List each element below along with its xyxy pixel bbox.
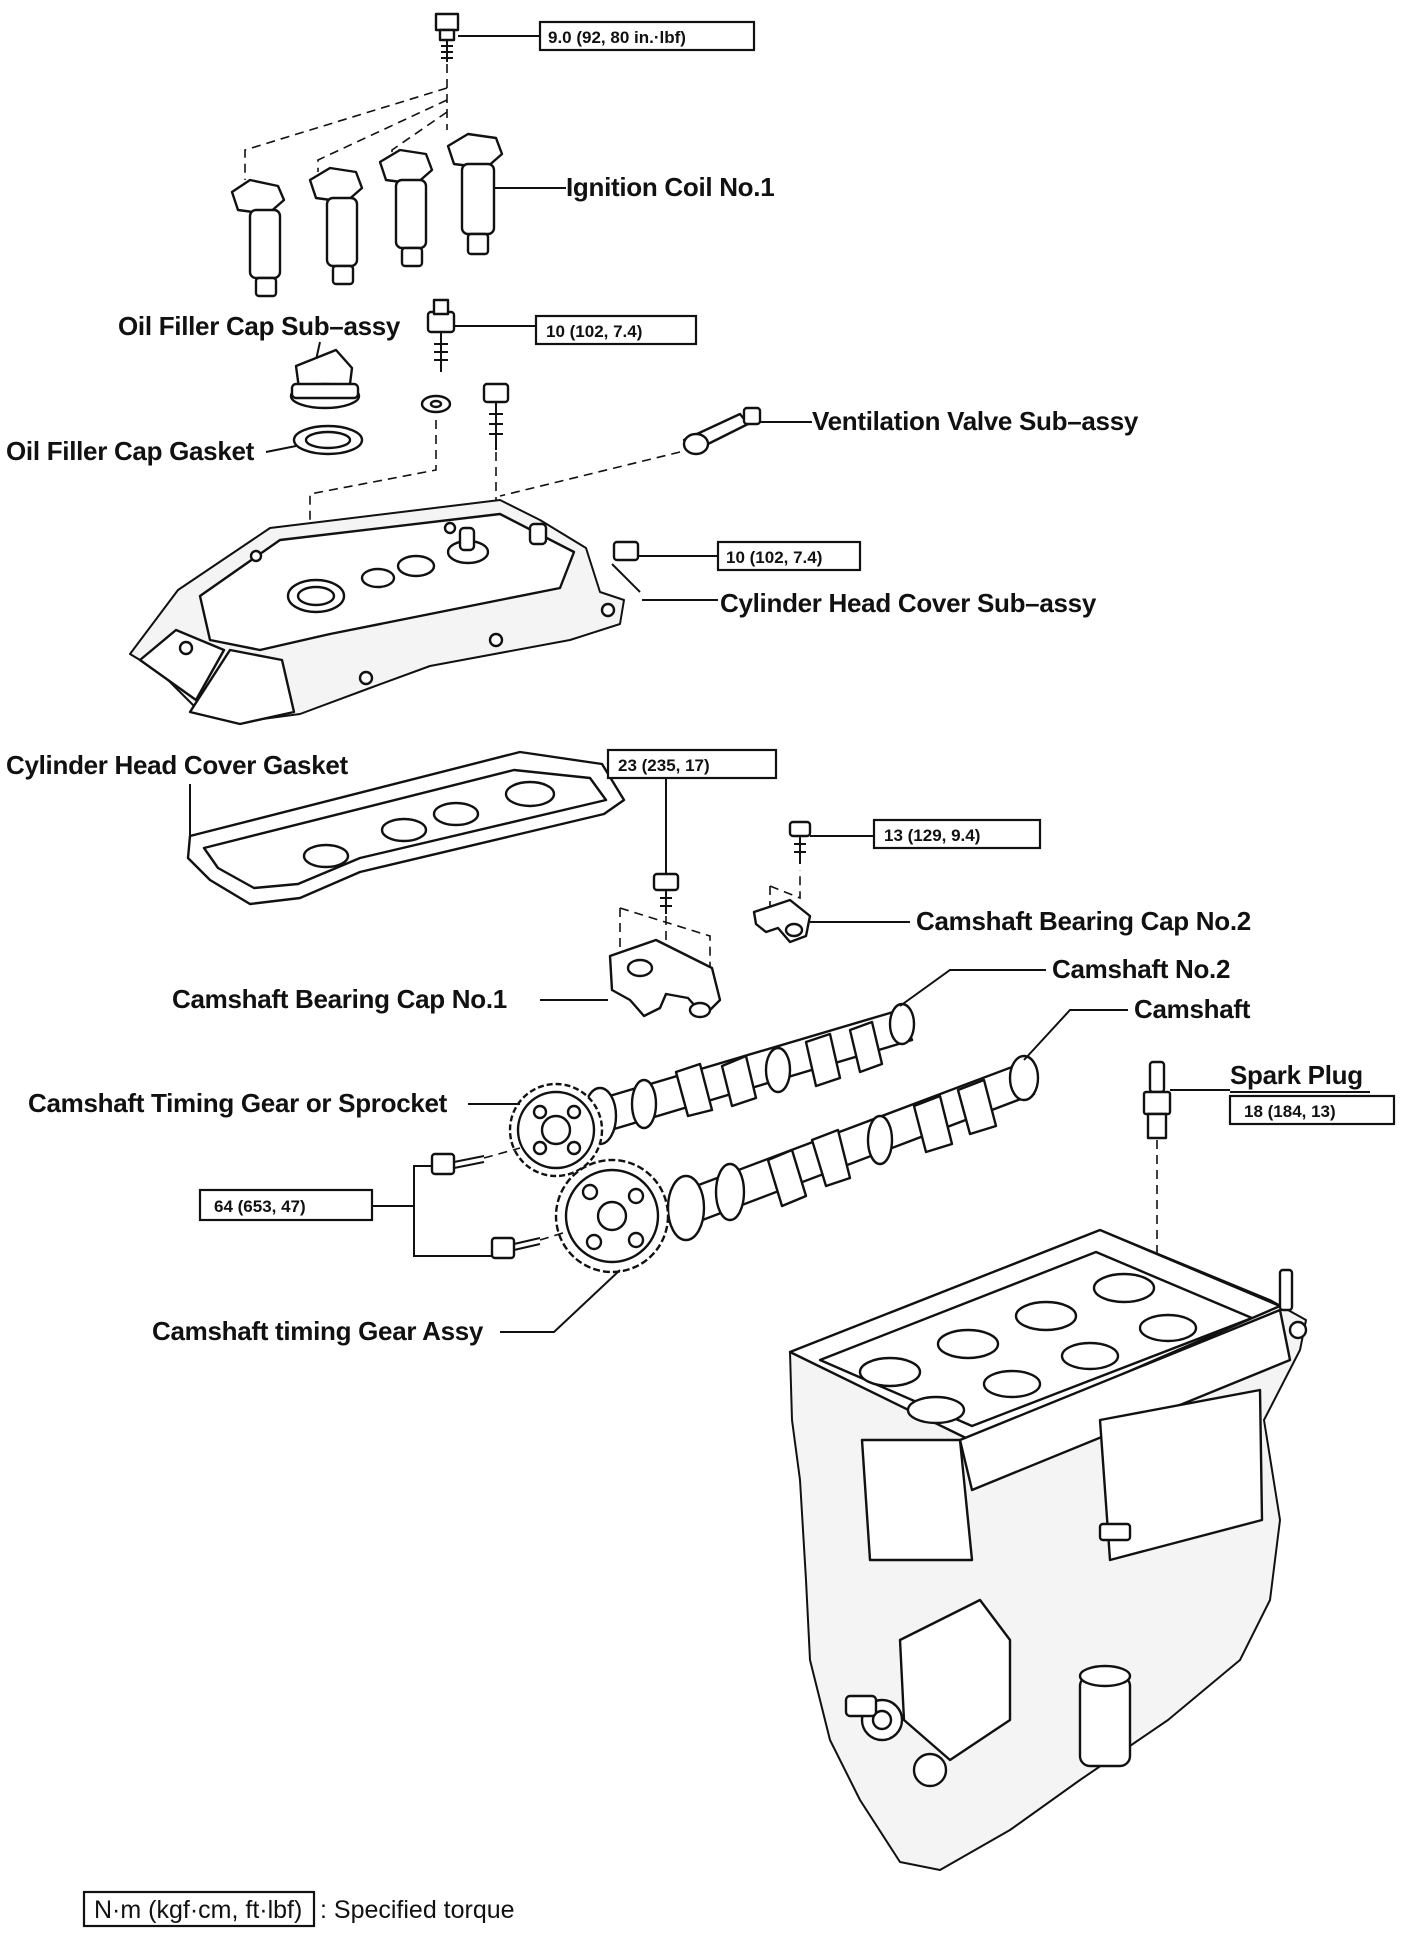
torque-box-coil-bolt: 9.0 (92, 80 in.·lbf) (538, 20, 756, 52)
label-bearing-cap-1: Camshaft Bearing Cap No.1 (172, 984, 507, 1014)
cover-stud-bolt (482, 382, 510, 450)
torque-spark-plug: 18 (184, 13) (1244, 1102, 1336, 1121)
label-cover-gasket: Cylinder Head Cover Gasket (6, 750, 349, 780)
ignition-coil-4 (446, 132, 504, 256)
ignition-coil-set (230, 132, 504, 298)
torque-box-cap-bolt: 10 (102, 7.4) (534, 314, 698, 346)
torque-box-bearing-cap-1: 23 (235, 17) (606, 748, 778, 780)
legend-text: : Specified torque (320, 1896, 515, 1924)
timing-bolt-lower (490, 1231, 567, 1260)
ignition-coil-1 (230, 178, 286, 298)
label-ignition-coil: Ignition Coil No.1 (566, 172, 774, 202)
bearing-cap-1-bolt (652, 872, 680, 914)
camshaft (666, 1054, 1040, 1242)
timing-bolt-upper (430, 1147, 521, 1176)
legend: N·m (kgf·cm, ft·lbf) : Specified torque (82, 1890, 515, 1928)
timing-gear-assy (554, 1158, 670, 1274)
ignition-coil-3 (378, 148, 434, 268)
ignition-coil-bolt (434, 12, 540, 62)
cover-nut (611, 540, 718, 593)
cylinder-head-cover (129, 499, 625, 726)
oil-filler-cap-gasket (292, 424, 364, 456)
cylinder-head (788, 1228, 1308, 1871)
bearing-cap-2-bolt (788, 820, 874, 864)
torque-bearing-cap-2: 13 (129, 9.4) (884, 826, 980, 845)
oil-filler-cap (289, 348, 361, 410)
torque-timing-bolts: 64 (653, 47) (214, 1197, 306, 1216)
label-bearing-cap-2: Camshaft Bearing Cap No.2 (916, 906, 1251, 936)
ventilation-valve (682, 406, 762, 456)
spark-plug (1142, 1060, 1230, 1140)
cylinder-head-cover-gasket (186, 750, 626, 906)
torque-box-cover-nut: 10 (102, 7.4) (716, 540, 862, 572)
label-ventilation-valve: Ventilation Valve Sub–assy (812, 406, 1139, 436)
label-spark-plug: Spark Plug (1230, 1060, 1363, 1090)
label-oil-filler-cap: Oil Filler Cap Sub–assy (118, 311, 401, 341)
camshaft-bearing-cap-1 (608, 938, 722, 1019)
label-oil-filler-gasket: Oil Filler Cap Gasket (6, 436, 255, 466)
camshaft-bearing-cap-2 (752, 898, 812, 944)
label-cylinder-head-cover: Cylinder Head Cover Sub–assy (720, 588, 1097, 618)
cover-bolt (426, 298, 536, 372)
torque-box-bearing-cap-2: 13 (129, 9.4) (872, 818, 1042, 850)
torque-box-spark-plug: 18 (184, 13) (1228, 1094, 1396, 1126)
label-timing-sprocket: Camshaft Timing Gear or Sprocket (28, 1088, 448, 1118)
ignition-coil-2 (308, 166, 364, 286)
timing-sprocket (508, 1082, 604, 1178)
label-camshaft-no2: Camshaft No.2 (1052, 954, 1230, 984)
label-camshaft: Camshaft (1134, 994, 1251, 1024)
coil-dashed-guides (244, 64, 448, 180)
torque-box-timing-bolts: 64 (653, 47) (198, 1188, 374, 1222)
cover-washer (420, 394, 452, 414)
label-timing-gear-assy: Camshaft timing Gear Assy (152, 1316, 484, 1346)
torque-cap-bolt: 10 (102, 7.4) (546, 322, 642, 341)
torque-bearing-cap-1: 23 (235, 17) (618, 756, 710, 775)
torque-coil-bolt: 9.0 (92, 80 in.·lbf) (548, 28, 686, 47)
legend-unit: N·m (kgf·cm, ft·lbf) (94, 1896, 302, 1924)
torque-cover-nut: 10 (102, 7.4) (726, 548, 822, 567)
